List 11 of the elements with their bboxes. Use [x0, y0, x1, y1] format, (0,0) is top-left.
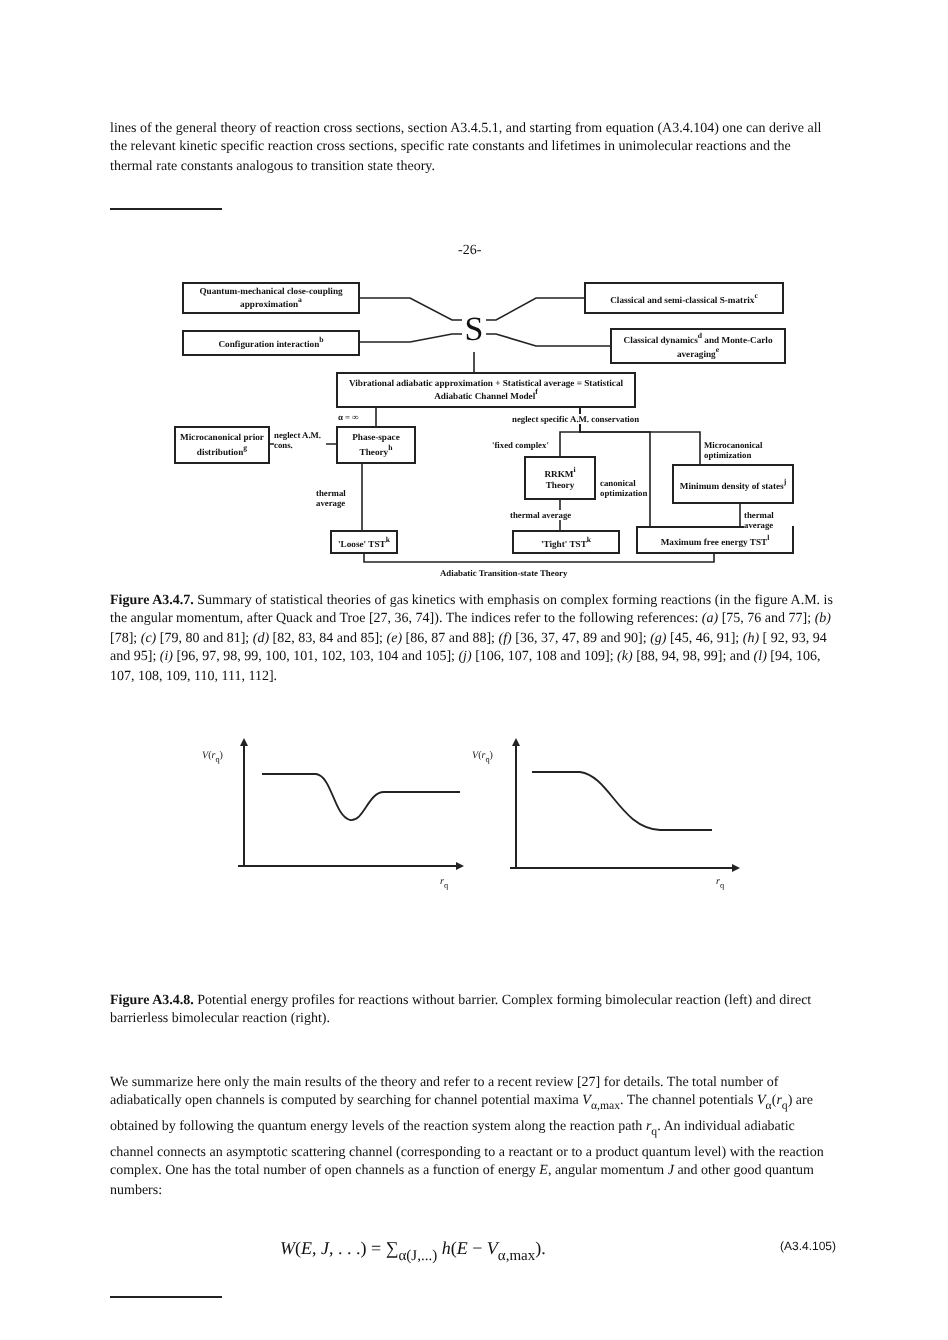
connector-line	[739, 503, 741, 527]
connector-line	[361, 463, 363, 531]
connector-line	[359, 333, 463, 343]
connector-line	[359, 297, 463, 321]
connector-line	[579, 407, 651, 527]
equation: W(E, J, . . .) = ∑$_{α(J,...)}$ h(E − V$_{α,max}$).	[280, 1236, 546, 1268]
connector-line	[375, 407, 377, 427]
connector-line	[473, 351, 475, 373]
connector-line	[485, 333, 611, 347]
symbol-text: S	[462, 308, 486, 352]
connector-line	[485, 297, 585, 321]
